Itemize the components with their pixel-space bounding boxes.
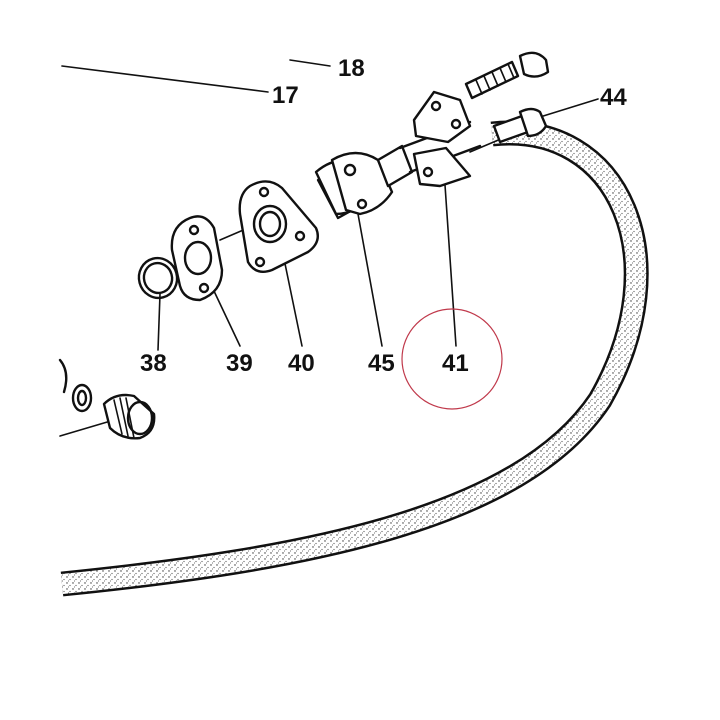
part-40-flange bbox=[238, 180, 319, 273]
leader-44 bbox=[539, 98, 599, 118]
leader-left-bottom bbox=[59, 419, 115, 437]
callout-41: 41 bbox=[442, 350, 469, 377]
highlight-circle bbox=[401, 308, 503, 410]
callout-40: 40 bbox=[288, 350, 315, 377]
callout-45: 45 bbox=[368, 350, 395, 377]
leader-45 bbox=[357, 213, 383, 347]
callout-39: 39 bbox=[226, 350, 253, 377]
part-41-bracket bbox=[412, 90, 472, 188]
callout-18: 18 bbox=[338, 55, 365, 82]
part-44-bolt bbox=[492, 107, 548, 144]
left-lower-parts bbox=[58, 358, 156, 440]
leader-17 bbox=[61, 65, 269, 93]
leader-41 bbox=[444, 184, 457, 347]
callout-38: 38 bbox=[140, 350, 167, 377]
leader-38 bbox=[157, 293, 161, 351]
threaded-stud bbox=[464, 51, 550, 100]
leader-18 bbox=[289, 59, 331, 67]
part-39-gasket bbox=[170, 215, 224, 302]
hose bbox=[60, 120, 649, 597]
callout-44: 44 bbox=[600, 84, 627, 111]
callout-17: 17 bbox=[272, 82, 299, 109]
leader-lines bbox=[59, 59, 599, 437]
leader-40 bbox=[282, 253, 303, 347]
